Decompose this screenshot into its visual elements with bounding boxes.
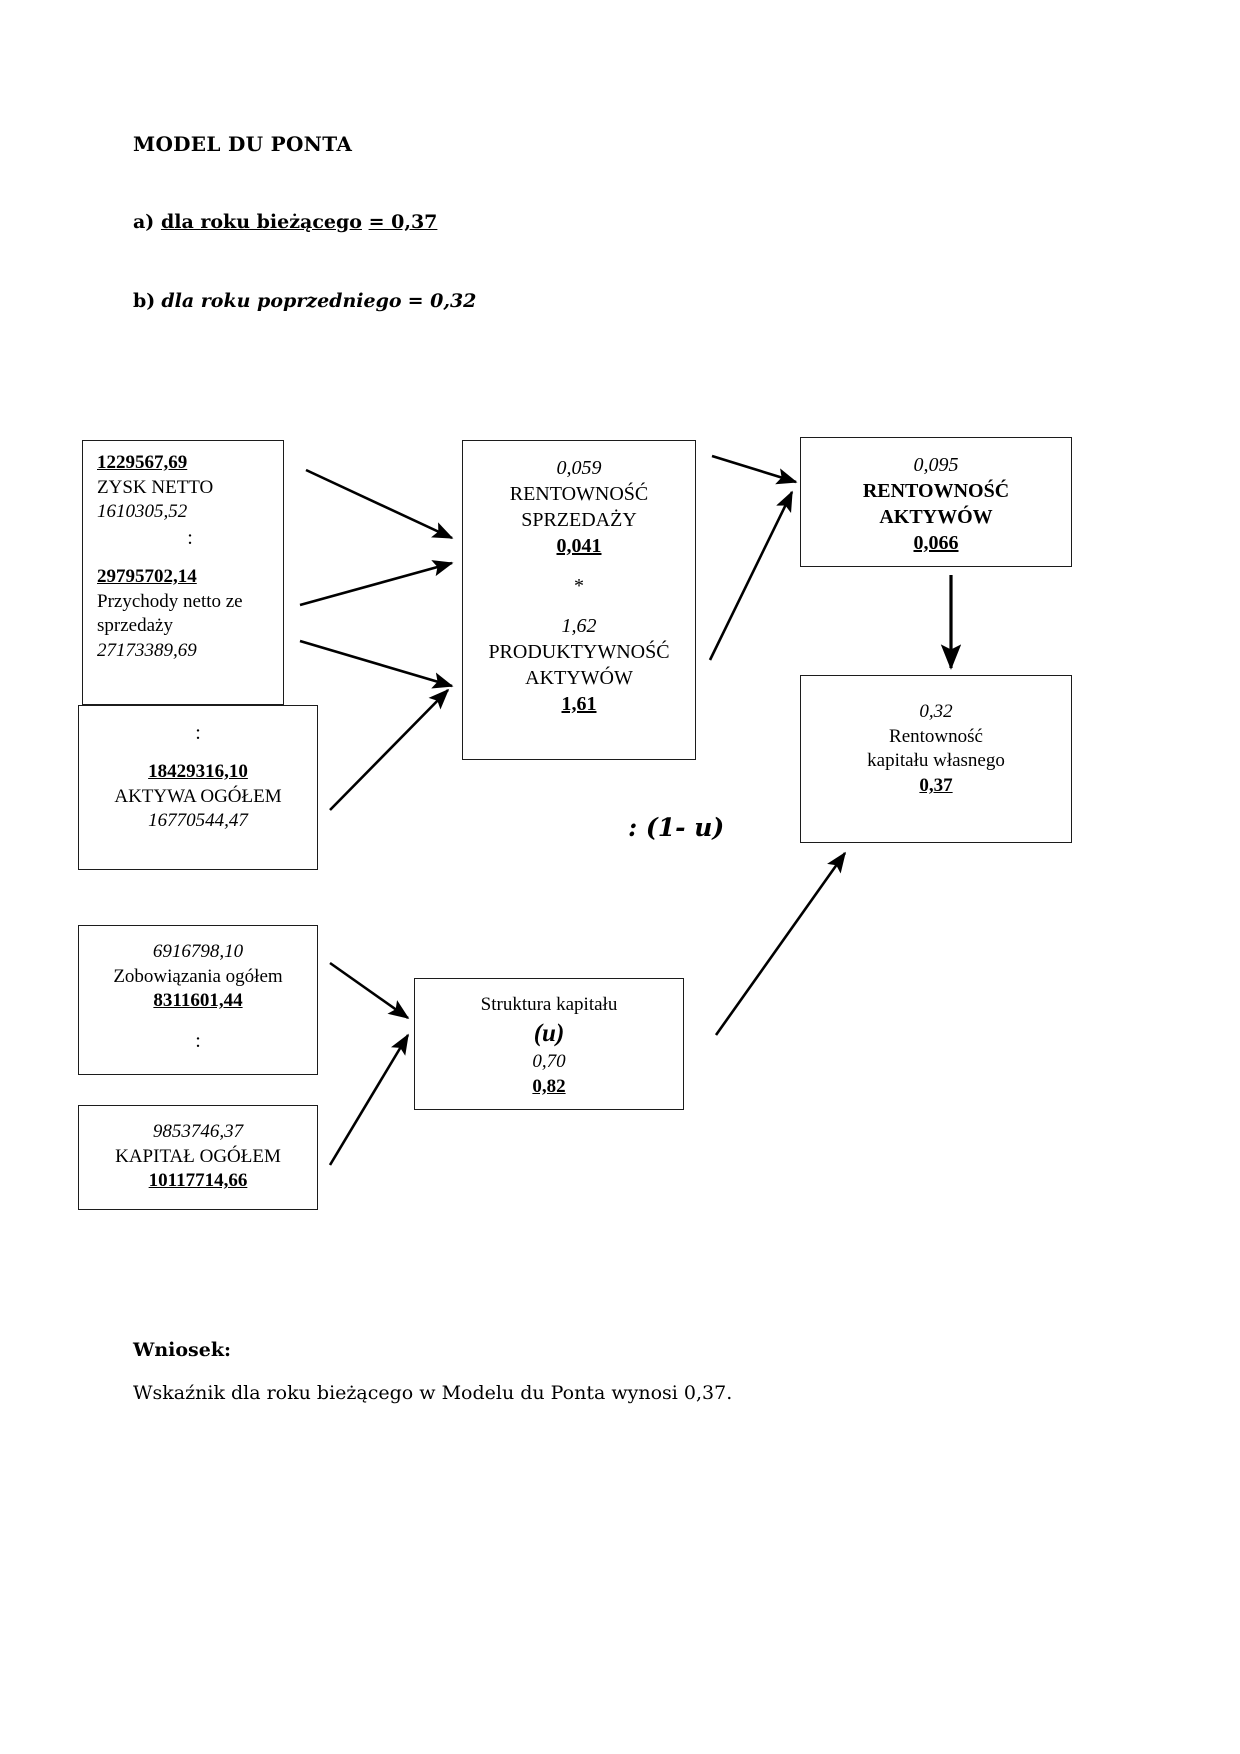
rentownosc-sprzedazy-value-curr: 0,041: [556, 535, 602, 557]
rentownosc-aktywow-label-line1: RENTOWNOŚĆ: [862, 480, 1010, 502]
przychody-label-line1: Przychody netto ze: [97, 590, 243, 612]
struktura-label: Struktura kapitału: [480, 994, 618, 1015]
produktywnosc-value-curr: 1,61: [561, 693, 597, 715]
aktywa-label: AKTYWA OGÓŁEM: [114, 785, 282, 807]
struktura-symbol: (u): [533, 1019, 565, 1047]
box-zysk-netto: 1229567,69 ZYSK NETTO 1610305,52 : 29795…: [82, 440, 284, 705]
rentownosc-aktywow-value-prev: 0,095: [913, 454, 959, 476]
box-rentownosc-kapitalu-wlasnego: 0,32 Rentowność kapitału własnego 0,37: [800, 675, 1072, 843]
box-aktywa-ogolem: : 18429316,10 AKTYWA OGÓŁEM 16770544,47: [78, 705, 318, 870]
produktywnosc-value-prev: 1,62: [561, 615, 597, 637]
label-current-year: dla roku bieżącego: [160, 211, 362, 233]
zysk-value-prev: 1229567,69: [97, 452, 188, 473]
conclusion-text: Wskaźnik dla roku bieżącego w Modelu du …: [133, 1382, 733, 1404]
zobowiazania-value-prev: 6916798,10: [152, 941, 244, 962]
arrow-struktura-to-rentownosc-kapitalu: [714, 851, 847, 1036]
kapital-value-curr: 10117714,66: [148, 1170, 248, 1192]
arrow-zobowiazania-to-struktura: [329, 961, 410, 1020]
rentownosc-kapitalu-value-prev: 0,32: [919, 701, 953, 722]
divider-label-1-minus-u: : (1- u): [628, 813, 725, 842]
rentownosc-sprzedazy-label-line1: RENTOWNOŚĆ: [509, 483, 649, 505]
result-line-previous-year: b) dla roku poprzedniego = 0,32: [133, 290, 476, 312]
arrow-przychody-to-produktywnosc: [299, 639, 454, 689]
zysk-separator-colon: :: [187, 527, 193, 550]
przychody-value-curr: 27173389,69: [97, 640, 197, 662]
zobowiazania-label: Zobowiązania ogółem: [113, 965, 283, 987]
rentownosc-sprzedazy-value-prev: 0,059: [556, 457, 602, 479]
aktywa-value-prev: 18429316,10: [148, 761, 248, 782]
rentownosc-kapitalu-value-curr: 0,37: [919, 775, 953, 797]
box-rentownosc-sprzedazy: 0,059 RENTOWNOŚĆ SPRZEDAŻY 0,041 * 1,62 …: [462, 440, 696, 760]
multiply-operator: *: [574, 575, 584, 597]
page-title: MODEL DU PONTA: [133, 132, 353, 156]
arrow-przychody-to-rentownosc: [299, 560, 454, 607]
kapital-label: KAPITAŁ OGÓŁEM: [115, 1145, 281, 1167]
box-struktura-kapitalu: Struktura kapitału (u) 0,70 0,82: [414, 978, 684, 1110]
rentownosc-kapitalu-label-line1: Rentowność: [889, 725, 983, 747]
przychody-value-prev: 29795702,14: [97, 566, 197, 588]
przychody-label-line2: sprzedaży: [97, 615, 173, 637]
rentownosc-aktywow-value-curr: 0,066: [913, 532, 959, 554]
label-previous-year: dla roku poprzedniego: [161, 290, 402, 312]
arrow-rentownosc-sprzedazy-to-aktywow: [711, 454, 798, 485]
value-current-year: = 0,37: [368, 211, 438, 233]
box-rentownosc-aktywow: 0,095 RENTOWNOŚĆ AKTYWÓW 0,066: [800, 437, 1072, 567]
arrow-produktywnosc-to-rentownosc-aktywow: [708, 490, 794, 661]
rentownosc-kapitalu-label-line2: kapitału własnego: [867, 750, 1005, 772]
value-previous-year: = 0,32: [407, 290, 477, 312]
zobowiazania-value-curr: 8311601,44: [153, 990, 243, 1012]
box-kapital-ogolem: 9853746,37 KAPITAŁ OGÓŁEM 10117714,66: [78, 1105, 318, 1210]
box-zobowiazania-ogolem: 6916798,10 Zobowiązania ogółem 8311601,4…: [78, 925, 318, 1075]
arrow-aktywa-to-produktywnosc: [329, 688, 450, 811]
conclusion-title: Wniosek:: [133, 1339, 232, 1361]
zysk-value-curr: 1610305,52: [97, 501, 188, 523]
list-marker-a: a): [133, 211, 155, 233]
zysk-label: ZYSK NETTO: [97, 476, 214, 498]
struktura-value-prev: 0,70: [532, 1051, 566, 1073]
kapital-value-prev: 9853746,37: [152, 1121, 244, 1142]
arrow-zysk-to-rentownosc: [305, 468, 454, 540]
produktywnosc-label-line1: PRODUKTYWNOŚĆ: [488, 641, 670, 663]
aktywa-value-curr: 16770544,47: [148, 810, 248, 832]
rentownosc-sprzedazy-label-line2: SPRZEDAŻY: [521, 509, 637, 531]
zobowiazania-separator-colon: :: [195, 1030, 201, 1053]
aktywa-separator-colon: :: [195, 722, 201, 744]
arrow-kapital-to-struktura: [328, 1033, 410, 1166]
produktywnosc-label-line2: AKTYWÓW: [525, 667, 633, 689]
result-line-current-year: a) dla roku bieżącego = 0,37: [133, 211, 437, 233]
struktura-value-curr: 0,82: [532, 1075, 566, 1097]
list-marker-b: b): [133, 290, 156, 312]
rentownosc-aktywow-label-line2: AKTYWÓW: [879, 506, 993, 528]
